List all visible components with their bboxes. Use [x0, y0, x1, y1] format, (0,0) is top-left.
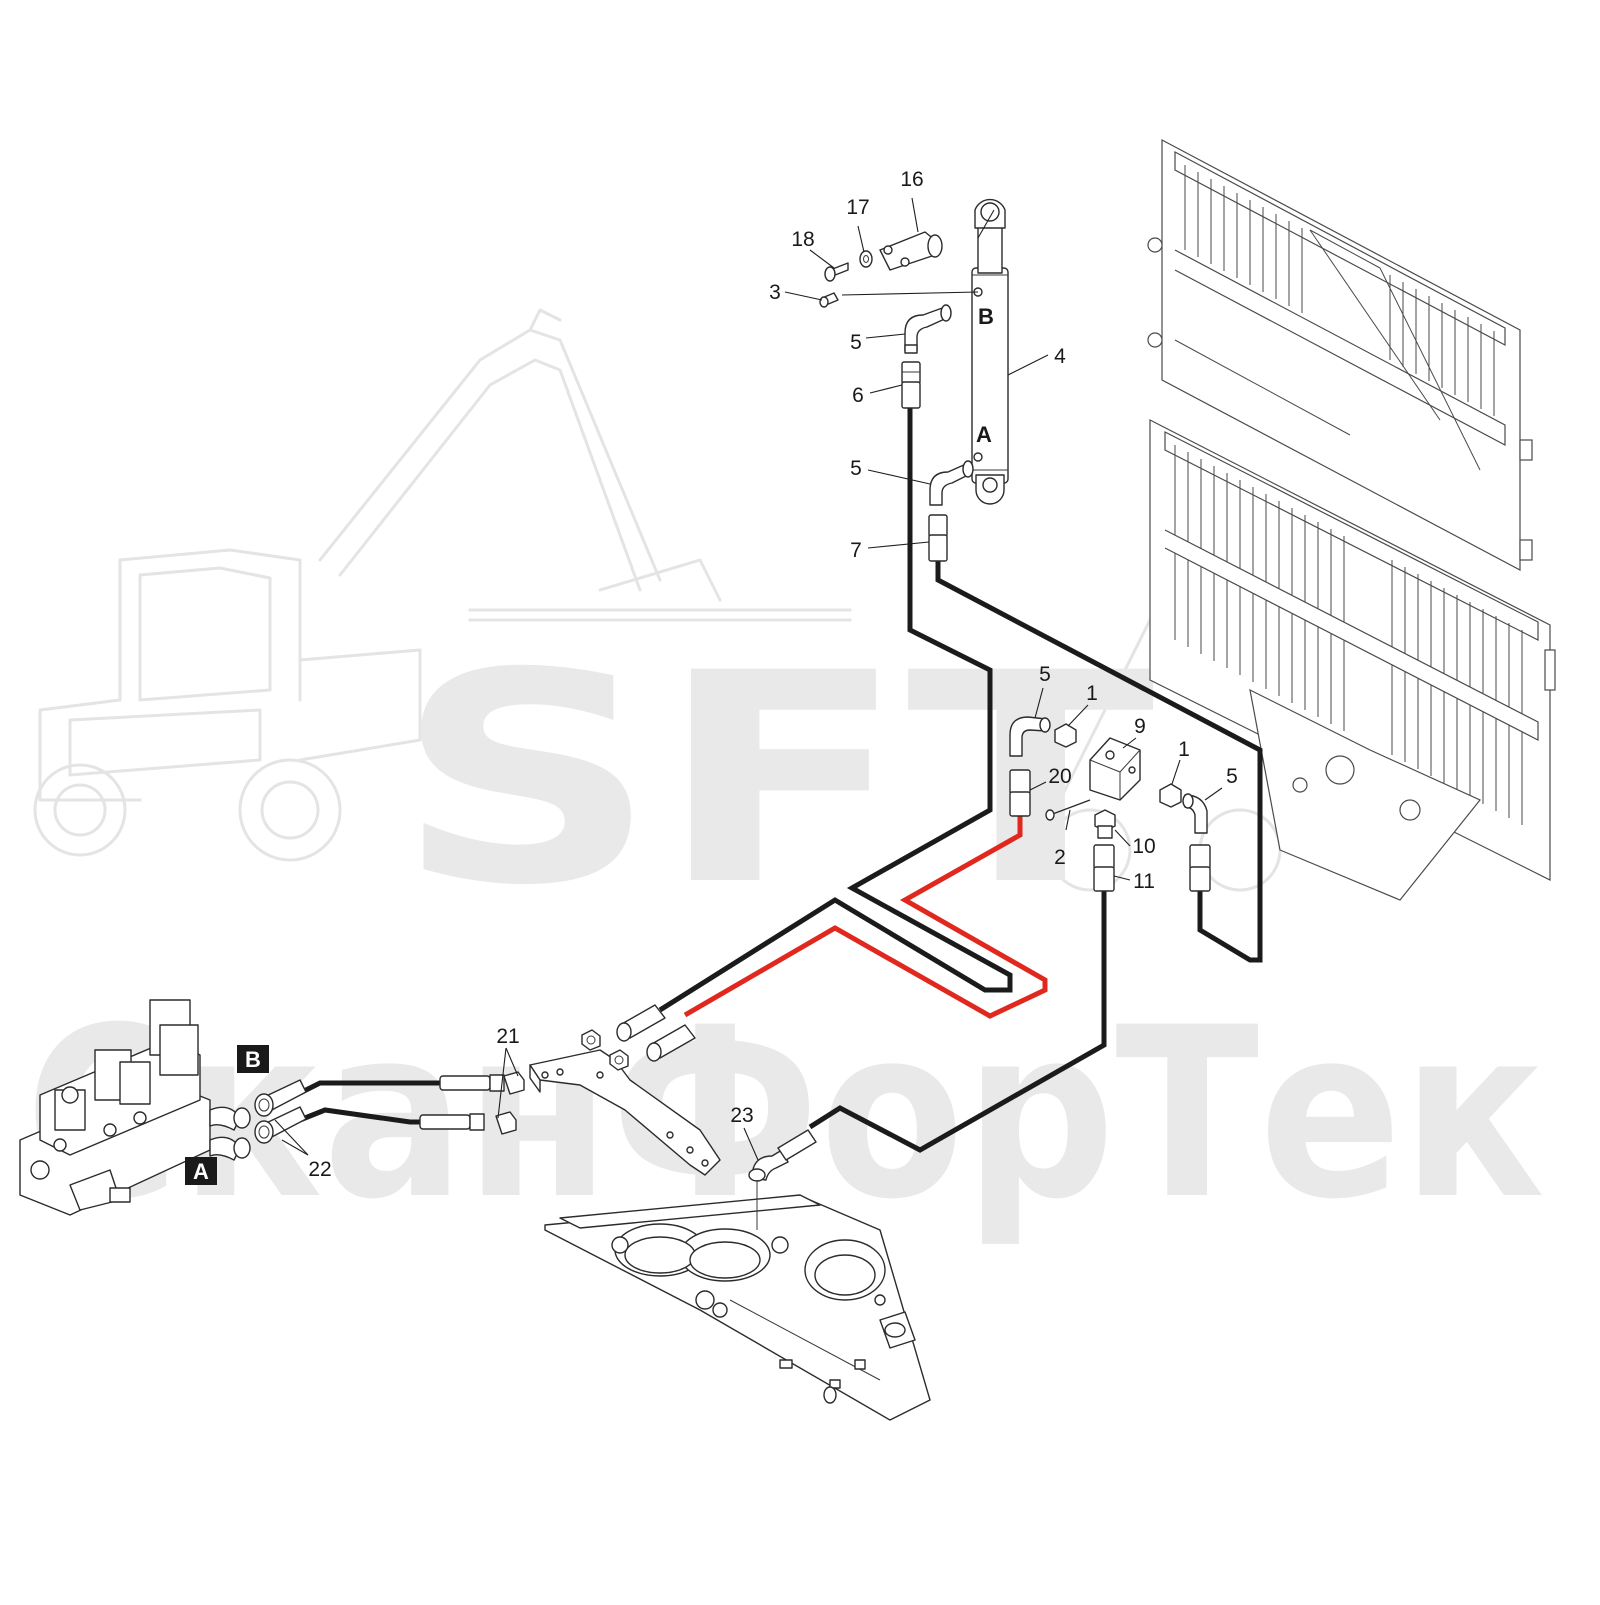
- bolt-2: [1045, 799, 1091, 821]
- hose-6: [658, 405, 1013, 1013]
- elbow-fitting-5-right: [1182, 793, 1208, 834]
- hydraulic-hoses: [298, 405, 1263, 1153]
- hose-end-20: [1009, 769, 1031, 817]
- hose-end-7: [928, 514, 948, 562]
- callout-22: 22: [308, 1158, 331, 1181]
- pin-16: [879, 231, 943, 271]
- lower-frame: [1149, 419, 1556, 901]
- hose-22-upper: [298, 1080, 440, 1096]
- elbow-fitting-5-upper: [904, 304, 952, 354]
- hose-20-highlighted: [683, 800, 1048, 1019]
- hose-7: [935, 555, 1263, 963]
- hose-end-bracket-upper: [616, 1004, 666, 1042]
- callout-5-mid: 5: [850, 457, 862, 480]
- callout-16: 16: [900, 168, 923, 191]
- control-valve-block: [19, 999, 251, 1216]
- valve-port-b-label: B: [237, 1045, 269, 1073]
- callout-2: 2: [1054, 846, 1066, 869]
- upper-frame: [1147, 139, 1533, 571]
- adapter-1-left: [1054, 723, 1077, 748]
- callout-17: 17: [846, 196, 869, 219]
- valve-port-b-text: B: [245, 1047, 261, 1072]
- callout-5-right: 5: [1226, 765, 1238, 788]
- adapter-1-right: [1159, 783, 1182, 808]
- grease-nipple-3: [819, 292, 839, 308]
- chassis-plate: [544, 1194, 931, 1421]
- bolt-18: [824, 262, 849, 282]
- hose-bracket: [529, 1029, 721, 1176]
- callout-5-block-left: 5: [1039, 663, 1051, 686]
- callout-6: 6: [852, 384, 864, 407]
- callout-3: 3: [769, 281, 781, 304]
- upper-frame-slats: [1184, 165, 1495, 416]
- fitting-22-upper: [254, 1079, 307, 1117]
- cylinder-port-a: A: [976, 422, 992, 447]
- elbow-fitting-5-block-left: [1009, 716, 1051, 757]
- callout-18: 18: [791, 228, 814, 251]
- callout-20: 20: [1048, 765, 1071, 788]
- adapter-10: [1094, 809, 1116, 839]
- fitting-23: [748, 1129, 817, 1230]
- callout-numbers: 16 17 18 3 5 4 6 5 7 5 1 9 1 5 20 10 2 1…: [308, 168, 1238, 1181]
- cylinder-port-b: B: [978, 304, 994, 329]
- watermark-tractor-illustration: [33, 308, 1502, 892]
- callout-9: 9: [1134, 715, 1146, 738]
- hydraulic-cylinder: [971, 198, 1009, 505]
- valve-9: [1089, 737, 1141, 801]
- callout-1-left: 1: [1086, 682, 1098, 705]
- fitting-21-upper: [439, 1071, 525, 1095]
- callout-1-right: 1: [1178, 738, 1190, 761]
- valve-port-a-text: A: [193, 1159, 209, 1184]
- hose-end-bracket-lower: [646, 1024, 696, 1062]
- leader-lines: [274, 197, 1223, 1161]
- fitting-22-lower: [254, 1106, 307, 1144]
- hose-end-6: [901, 361, 921, 409]
- bulkhead-nut-upper: [581, 1029, 601, 1051]
- hose-11: [808, 885, 1107, 1153]
- washer-17: [859, 250, 873, 268]
- hose-end-11: [1093, 844, 1115, 892]
- fitting-21-lower: [419, 1111, 517, 1135]
- callout-10: 10: [1132, 835, 1155, 858]
- callout-21: 21: [496, 1025, 519, 1048]
- callout-7: 7: [850, 539, 862, 562]
- callout-11: 11: [1133, 870, 1155, 893]
- callout-5-top: 5: [850, 331, 862, 354]
- hose-end-right: [1189, 844, 1211, 892]
- callout-23: 23: [730, 1104, 753, 1127]
- valve-port-a-label: A: [185, 1157, 217, 1185]
- callout-4: 4: [1054, 345, 1066, 368]
- elbow-fitting-5-lower: [929, 460, 974, 506]
- bulkhead-nut-lower: [609, 1049, 629, 1071]
